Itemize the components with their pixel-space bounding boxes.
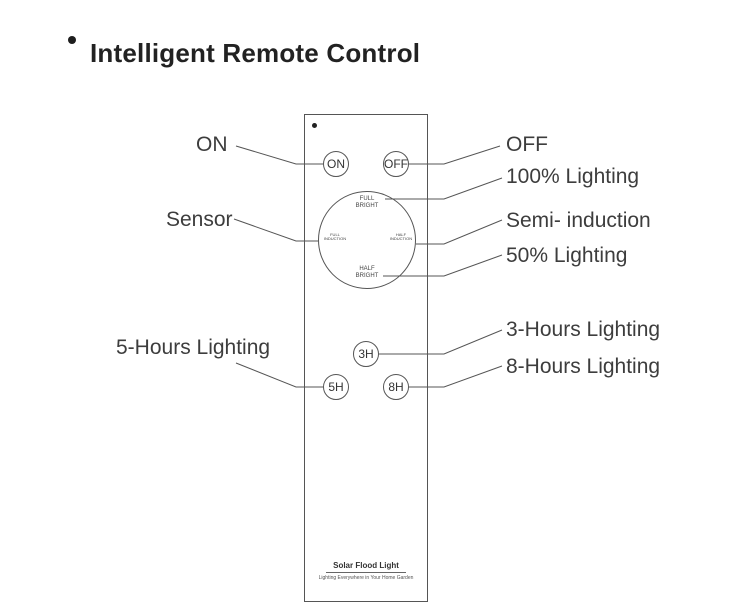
leader-5h bbox=[235, 362, 323, 388]
leader-100 bbox=[385, 177, 503, 200]
off-button[interactable]: OFF bbox=[383, 151, 409, 177]
dial-half-bright-label[interactable]: HALF BRIGHT bbox=[355, 266, 379, 279]
dial-full-induction-label[interactable]: FULL INDUCTION bbox=[323, 232, 347, 242]
indicator-light bbox=[312, 123, 317, 128]
label-semi-induction: Semi- induction bbox=[506, 209, 651, 232]
label-8-hours: 8-Hours Lighting bbox=[506, 355, 661, 378]
leader-off bbox=[409, 145, 501, 165]
label-3-hours: 3-Hours Lighting bbox=[506, 318, 661, 341]
leader-on bbox=[235, 145, 323, 165]
title-bullet bbox=[68, 36, 76, 44]
leader-3h bbox=[379, 329, 503, 355]
label-5-hours: 5-Hours Lighting bbox=[116, 336, 271, 359]
brand-name: Solar Flood Light bbox=[333, 561, 399, 570]
5h-button[interactable]: 5H bbox=[323, 374, 349, 400]
mode-dial[interactable] bbox=[318, 191, 416, 289]
dial-half-induction-label[interactable]: HALF INDUCTION bbox=[389, 232, 413, 242]
brand-divider bbox=[326, 572, 406, 573]
label-50-lighting: 50% Lighting bbox=[506, 244, 628, 267]
leader-semi bbox=[416, 219, 503, 245]
page-title: Intelligent Remote Control bbox=[90, 38, 421, 68]
on-button[interactable]: ON bbox=[323, 151, 349, 177]
leader-8h bbox=[409, 365, 503, 388]
8h-button[interactable]: 8H bbox=[383, 374, 409, 400]
leader-sensor bbox=[233, 218, 318, 242]
label-on: ON bbox=[196, 133, 228, 156]
leader-50 bbox=[383, 254, 503, 277]
brand-slogan: Lighting Everywhere in Your Home Garden bbox=[318, 575, 414, 581]
3h-button[interactable]: 3H bbox=[353, 341, 379, 367]
label-100-lighting: 100% Lighting bbox=[506, 165, 640, 188]
dial-full-bright-label[interactable]: FULL BRIGHT bbox=[355, 196, 379, 209]
label-off: OFF bbox=[506, 133, 548, 156]
label-sensor: Sensor bbox=[166, 208, 233, 231]
